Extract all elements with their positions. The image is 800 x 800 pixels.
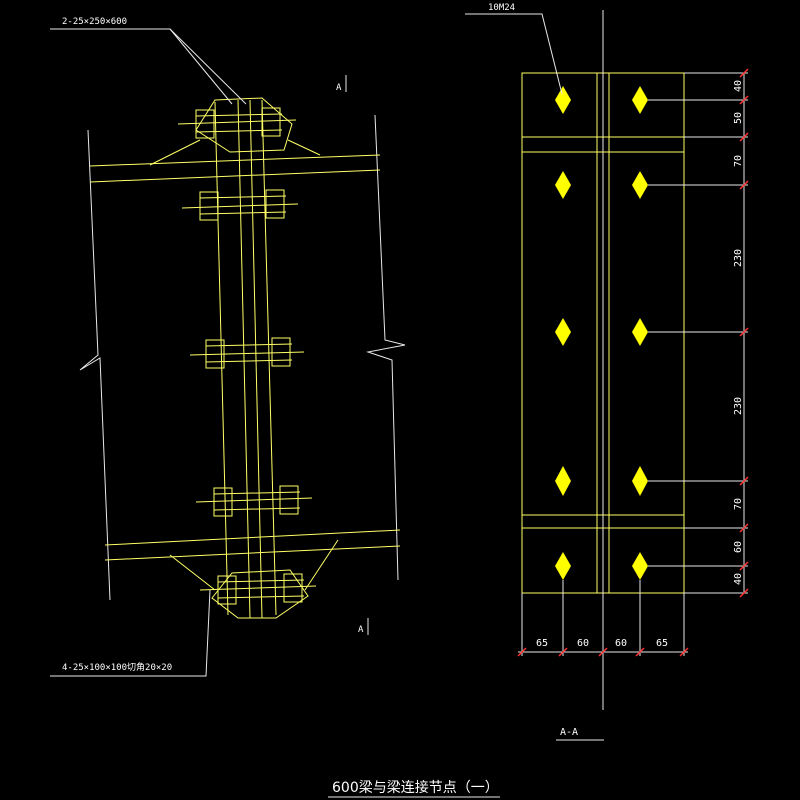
section-a-a: 40 50 70 230 230 70 60 40 65 60 60 65 10… [465, 3, 749, 741]
horizontal-extension-lines [521, 580, 685, 656]
vdim-1: 40 [733, 80, 744, 92]
bolt-5 [555, 318, 571, 346]
hdim-4: 65 [656, 638, 668, 649]
top-plate-leader [50, 28, 247, 105]
bolt-2 [632, 86, 648, 114]
lower-flange [104, 529, 401, 561]
bolt-1 [555, 86, 571, 114]
vertical-dim-ticks [739, 68, 749, 598]
extension-lines [648, 72, 748, 594]
top-connection-plate [195, 97, 293, 153]
bolt-10 [632, 552, 648, 580]
bottom-plate-leader [50, 589, 211, 677]
section-mark-top: A [336, 83, 342, 93]
beam-outline-right [366, 114, 406, 581]
beam-outline-left [79, 129, 111, 601]
vdim-4: 230 [733, 249, 744, 267]
bolt-7 [555, 466, 571, 496]
bottom-plate-label: 4-25×100×100切角20×20 [62, 661, 172, 673]
drawing-title: 600梁与梁连接节点（一） [332, 779, 499, 796]
bottom-connection-plate [211, 569, 309, 619]
bolt-group-4 [195, 485, 313, 517]
bolt-holes [555, 86, 648, 580]
vdim-7: 60 [733, 541, 744, 553]
horizontal-dim-ticks [517, 647, 689, 657]
section-mark-bottom: A [358, 625, 364, 635]
bolt-group-3 [189, 337, 305, 369]
hdim-1: 65 [536, 638, 548, 649]
upper-flange [89, 154, 381, 183]
bolt-8 [632, 466, 648, 496]
hdim-3: 60 [615, 638, 627, 649]
vdim-2: 50 [733, 112, 744, 124]
bolt-3 [555, 171, 571, 199]
web-plate [214, 99, 277, 619]
beam-elevation: A A 2-25×250×600 4-25×100×100切角20×20 [50, 17, 406, 677]
bolt-callout-leader [465, 13, 563, 95]
bolt-group-5 [199, 573, 317, 605]
bolt-callout-label: 10M24 [488, 3, 515, 13]
vdim-3: 70 [733, 155, 744, 167]
vdim-8: 40 [733, 573, 744, 585]
hdim-2: 60 [577, 638, 589, 649]
vdim-5: 230 [733, 397, 744, 415]
bolt-6 [632, 318, 648, 346]
vdim-6: 70 [733, 498, 744, 510]
top-plate-label: 2-25×250×600 [62, 17, 127, 27]
bolt-4 [632, 171, 648, 199]
bolt-9 [555, 552, 571, 580]
bolt-group-1 [177, 107, 297, 139]
section-title: A-A [560, 727, 578, 738]
bolt-group-2 [181, 189, 299, 221]
